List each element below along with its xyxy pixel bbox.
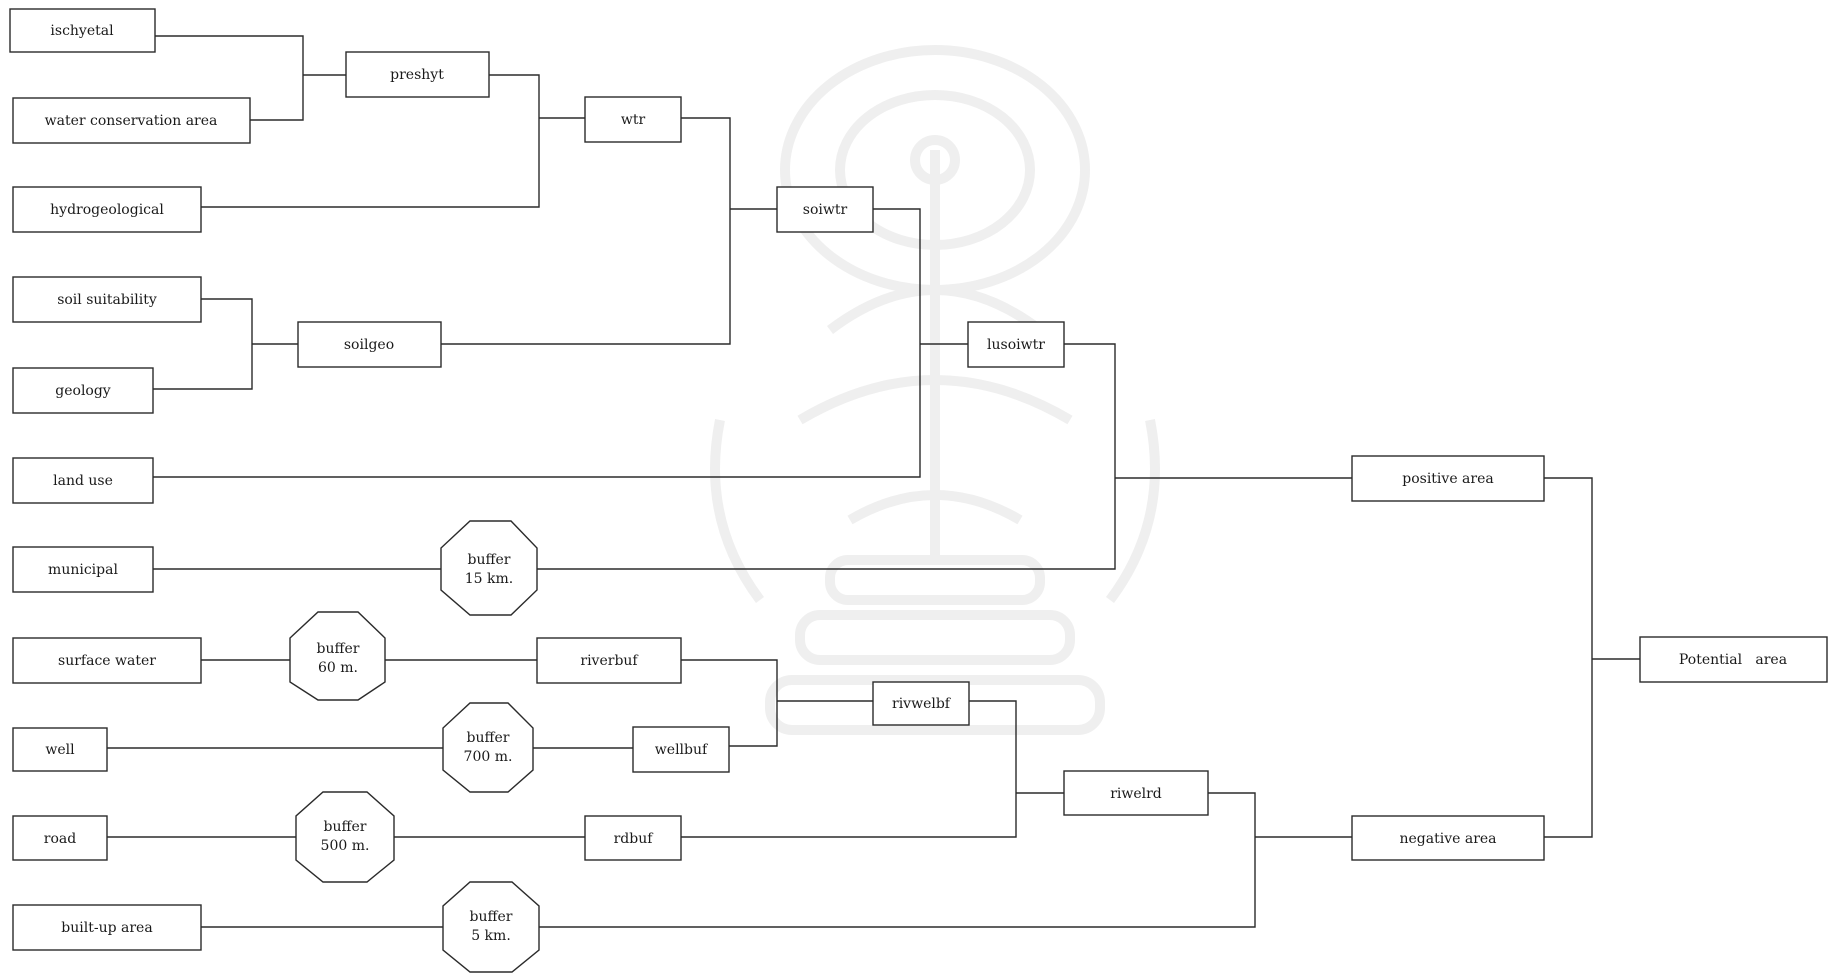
node-label-hydrogeological: hydrogeological [50, 202, 164, 218]
buffer-built-up-line1: buffer [470, 909, 513, 925]
node-municipal: municipal [12, 546, 154, 593]
node-hydrogeological: hydrogeological [12, 186, 202, 233]
buffer-built-up-line2: 5 km. [471, 928, 511, 944]
node-soilgeo: soilgeo [297, 321, 442, 368]
connector-lines [107, 35, 1640, 928]
buffer-road: buffer 500 m. [295, 791, 395, 883]
node-positive-area: positive area [1351, 455, 1545, 502]
node-label-municipal: municipal [48, 562, 118, 578]
buffer-municipal-line1: buffer [468, 552, 511, 568]
node-label-road: road [44, 831, 76, 847]
node-water-conservation-area: water conservation area [12, 97, 251, 144]
buffer-well: buffer 700 m. [442, 702, 534, 793]
node-label-preshyt: preshyt [390, 67, 444, 83]
buffer-surface-water-line1: buffer [317, 641, 360, 657]
node-well: well [12, 727, 108, 772]
node-preshyt: preshyt [345, 51, 490, 98]
node-surface-water: surface water [12, 637, 202, 684]
node-label-land-use: land use [53, 473, 113, 489]
node-built-up-area: built-up area [12, 904, 202, 951]
node-soiwtr: soiwtr [776, 186, 874, 233]
buffer-municipal-line2: 15 km. [465, 571, 513, 587]
node-label-riwelrd: riwelrd [1110, 786, 1162, 802]
buffer-surface-water: buffer 60 m. [289, 611, 386, 701]
node-riwelrd: riwelrd [1063, 770, 1209, 816]
node-label-well: well [45, 742, 75, 758]
node-road: road [12, 815, 108, 861]
node-label-soiwtr: soiwtr [803, 202, 848, 218]
node-riverbuf: riverbuf [536, 637, 682, 684]
node-ischyetal: ischyetal [9, 8, 156, 53]
background-seal-watermark [710, 45, 1160, 735]
buffer-road-line2: 500 m. [321, 838, 370, 854]
node-geology: geology [12, 367, 154, 414]
buffer-well-line2: 700 m. [464, 749, 513, 765]
node-label-rdbuf: rdbuf [614, 831, 655, 847]
node-potential-area: Potential area [1639, 636, 1828, 683]
node-label-water-conservation-area: water conservation area [45, 113, 218, 129]
buffer-surface-water-line2: 60 m. [318, 660, 358, 676]
node-land-use: land use [12, 457, 154, 504]
buffer-well-line1: buffer [467, 730, 510, 746]
buffer-built-up: buffer 5 km. [442, 881, 540, 973]
node-lusoiwtr: lusoiwtr [967, 321, 1065, 368]
node-label-geology: geology [55, 383, 111, 399]
node-wellbuf: wellbuf [632, 726, 730, 773]
node-label-soilgeo: soilgeo [344, 337, 394, 353]
buffer-municipal: buffer 15 km. [440, 520, 538, 616]
node-rdbuf: rdbuf [584, 815, 682, 861]
node-label-ischyetal: ischyetal [50, 23, 114, 39]
node-label-rivwelbf: rivwelbf [892, 696, 952, 712]
node-label-wtr: wtr [621, 112, 646, 128]
node-label-surface-water: surface water [58, 653, 156, 669]
node-wtr: wtr [584, 96, 682, 143]
node-rivwelbf: rivwelbf [872, 681, 970, 726]
node-negative-area: negative area [1351, 815, 1545, 861]
node-soil-suitability: soil suitability [12, 276, 202, 323]
node-label-potential-area: Potential area [1679, 652, 1787, 668]
node-label-negative-area: negative area [1399, 831, 1496, 847]
node-label-soil-suitability: soil suitability [57, 292, 157, 308]
node-label-built-up-area: built-up area [61, 920, 152, 936]
node-label-riverbuf: riverbuf [580, 653, 639, 669]
node-label-lusoiwtr: lusoiwtr [987, 337, 1045, 353]
buffer-road-line1: buffer [324, 819, 367, 835]
node-label-wellbuf: wellbuf [655, 742, 709, 758]
node-label-positive-area: positive area [1402, 471, 1493, 487]
